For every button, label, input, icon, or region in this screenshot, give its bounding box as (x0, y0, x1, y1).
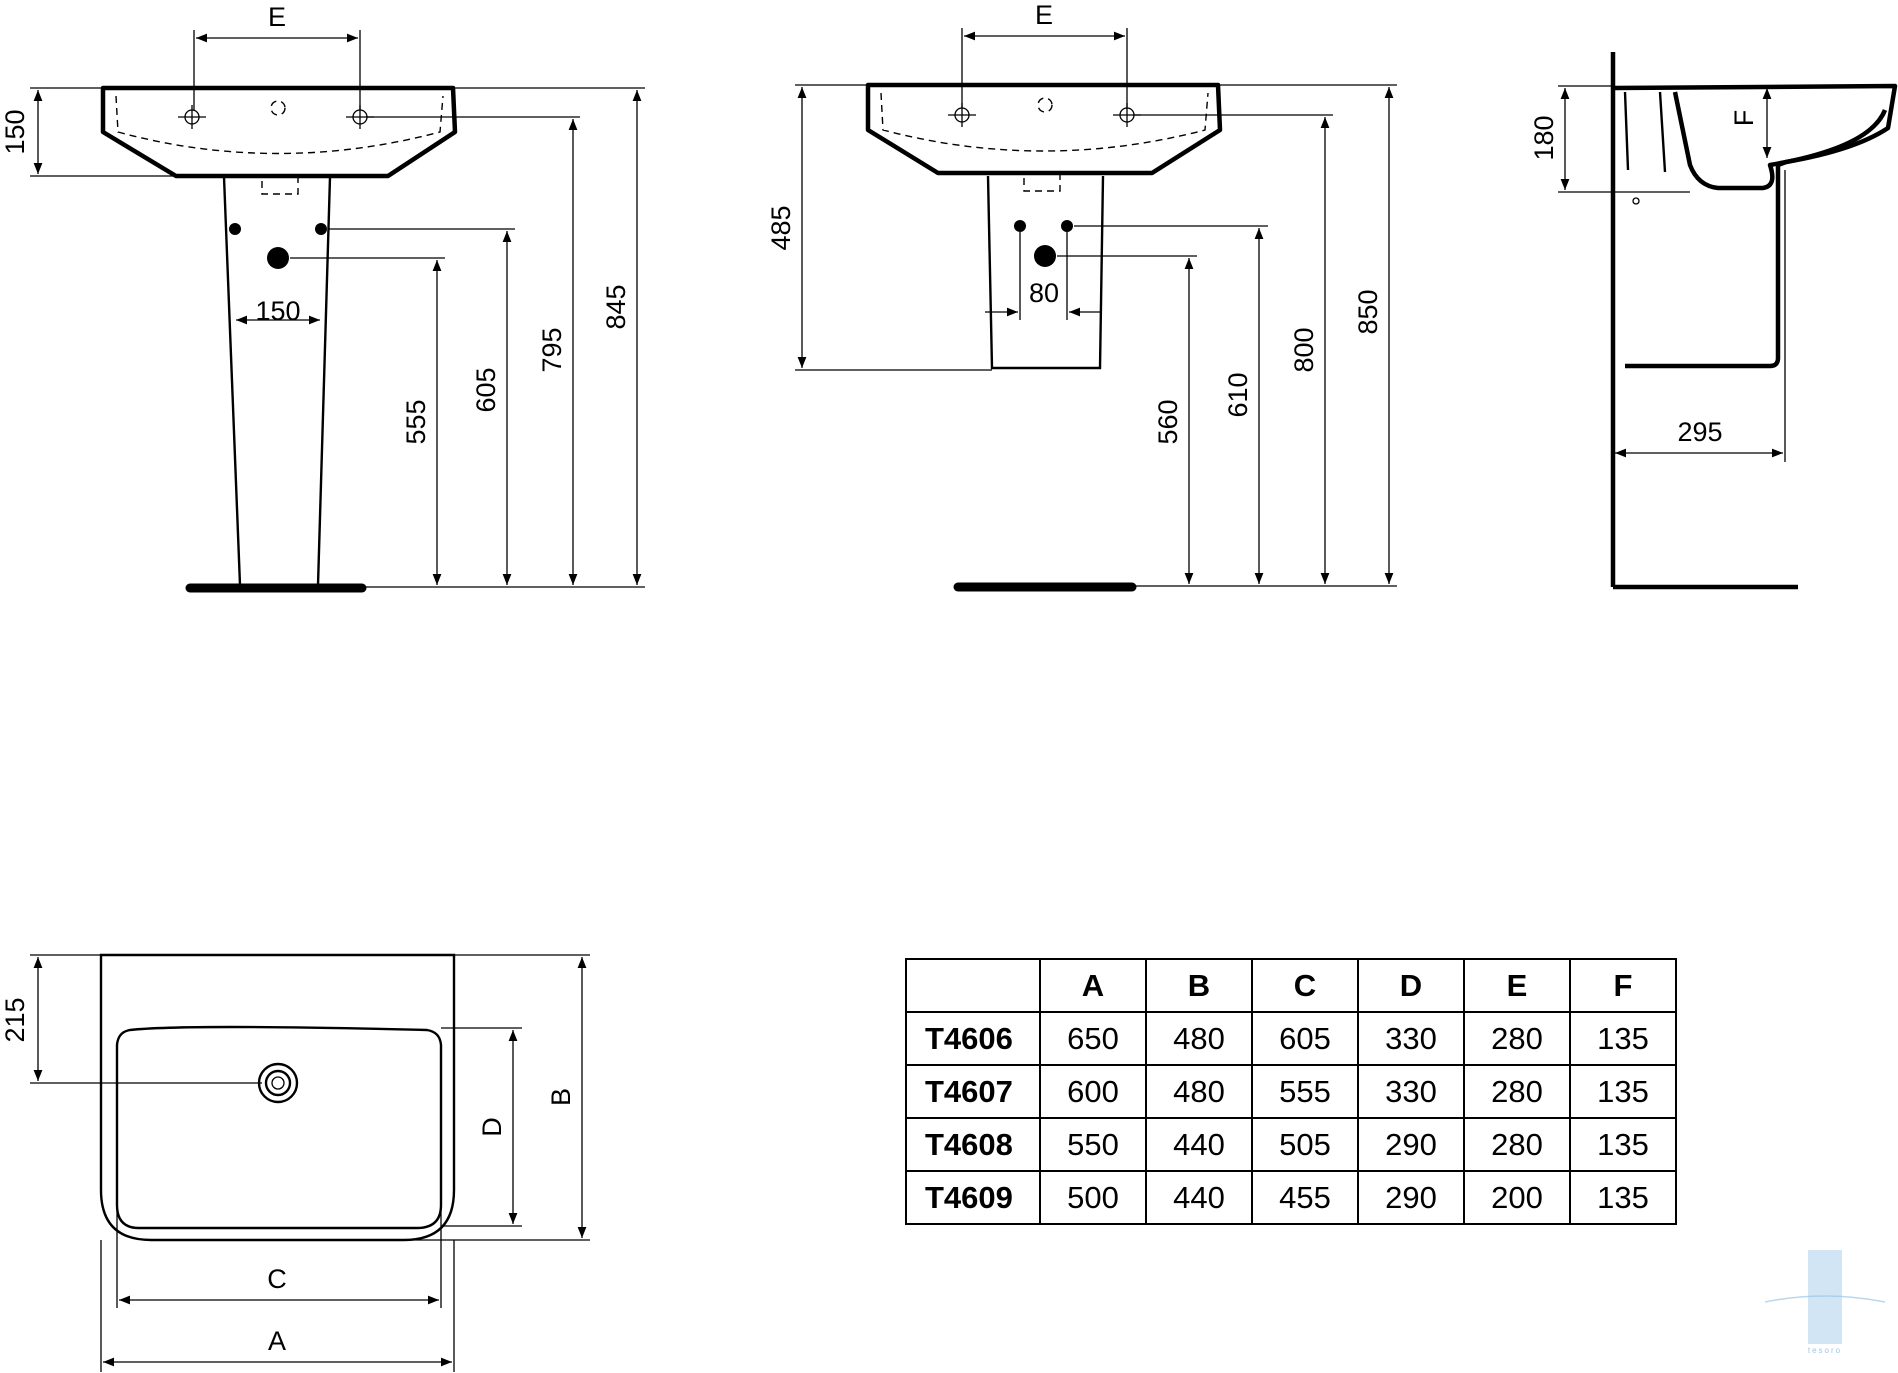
basin-inner-outline (115, 1025, 443, 1230)
table-header-e: E (1463, 958, 1571, 1013)
model-cell: T4609 (905, 1170, 1041, 1225)
table-cell: 135 (1569, 1117, 1677, 1172)
dim-f-label: F (1729, 110, 1759, 127)
dimensions-table: A B C D E F T4606 650 480 605 330 280 13… (905, 958, 1677, 1225)
table-cell: 480 (1145, 1064, 1253, 1119)
bowl-inner (1623, 91, 1667, 173)
dim-845-label: 845 (601, 284, 631, 329)
watermark-bar (1808, 1250, 1842, 1344)
dim-b-label: B (546, 1088, 576, 1106)
dim-a-label: A (268, 1326, 286, 1356)
fixing-hole (1632, 197, 1640, 205)
basin-outer-outline (99, 953, 456, 1242)
bowl-profile (1672, 91, 1888, 191)
table-header-b: B (1145, 958, 1253, 1013)
dim-80-label: 80 (1029, 278, 1059, 308)
basin-profile (1612, 83, 1898, 369)
table-cell: 280 (1463, 1064, 1571, 1119)
table-row: T4606 650 480 605 330 280 135 (905, 1011, 1677, 1066)
basin-bowl-hidden (115, 95, 444, 155)
table-row: T4608 550 440 505 290 280 135 (905, 1117, 1677, 1172)
side-view: 180 F 295 (1529, 52, 1898, 590)
dim-e-label: E (268, 2, 286, 32)
table-header-c: C (1251, 958, 1359, 1013)
table-header-row: A B C D E F (905, 958, 1677, 1013)
basin-outline (865, 82, 1223, 176)
dim-basin-height-label: 150 (0, 109, 30, 154)
table-cell: 480 (1145, 1011, 1253, 1066)
overflow-hole (1037, 97, 1053, 113)
table-cell: 440 (1145, 1170, 1253, 1225)
dim-180-label: 180 (1529, 115, 1559, 160)
supply-right-dot (1061, 220, 1073, 232)
supply-left-dot (229, 223, 241, 235)
basin-outline (100, 85, 458, 179)
table-cell: 330 (1357, 1011, 1465, 1066)
dim-850-label: 850 (1353, 289, 1383, 334)
dim-waste-spacing-label: 150 (255, 296, 300, 326)
table-cell: 500 (1039, 1170, 1147, 1225)
dim-215-label: 215 (0, 997, 30, 1042)
dim-e-label: E (1035, 0, 1053, 30)
supply-left-dot (1014, 220, 1026, 232)
model-cell: T4606 (905, 1011, 1041, 1066)
semi-pedestal-outline (986, 175, 1105, 370)
supply-right-dot (315, 223, 327, 235)
dim-560-label: 560 (1153, 399, 1183, 444)
table-cell: 550 (1039, 1117, 1147, 1172)
table-cell: 440 (1145, 1117, 1253, 1172)
dim-295-label: 295 (1677, 417, 1722, 447)
table-cell: 135 (1569, 1170, 1677, 1225)
table-cell: 290 (1357, 1170, 1465, 1225)
dim-c-label: C (267, 1264, 287, 1294)
model-cell: T4608 (905, 1117, 1041, 1172)
table-row: T4609 500 440 455 290 200 135 (905, 1170, 1677, 1225)
table-cell: 290 (1357, 1117, 1465, 1172)
dim-d-label: D (477, 1117, 507, 1137)
table-cell: 605 (1251, 1011, 1359, 1066)
dim-610-label: 610 (1223, 372, 1253, 417)
table-header-f: F (1569, 958, 1677, 1013)
basin-bowl-hidden (880, 92, 1209, 152)
dim-485-label: 485 (766, 205, 796, 250)
table-cell: 505 (1251, 1117, 1359, 1172)
watermark-swoosh (1765, 1295, 1885, 1303)
table-header-d: D (1357, 958, 1465, 1013)
dim-800-label: 800 (1289, 327, 1319, 372)
table-cell: 280 (1463, 1117, 1571, 1172)
table-cell: 600 (1039, 1064, 1147, 1119)
dim-605-label: 605 (471, 367, 501, 412)
dim-555-label: 555 (401, 399, 431, 444)
dim-795-label: 795 (537, 327, 567, 372)
model-cell: T4607 (905, 1064, 1041, 1119)
table-cell: 135 (1569, 1011, 1677, 1066)
table-row: T4607 600 480 555 330 280 135 (905, 1064, 1677, 1119)
watermark-logo: tesoro (1765, 1250, 1885, 1355)
waste-hidden (1023, 172, 1061, 192)
overflow-hole (270, 100, 286, 116)
table-cell: 200 (1463, 1170, 1571, 1225)
table-cell: 555 (1251, 1064, 1359, 1119)
plan-view: 215 D B C A (0, 953, 590, 1372)
front-view-semi-pedestal: E 485 80 560 610 800 850 (766, 0, 1397, 592)
waste-outlet (257, 1062, 299, 1104)
table-cell: 455 (1251, 1170, 1359, 1225)
watermark-text: tesoro (1808, 1346, 1842, 1355)
table-cell: 330 (1357, 1064, 1465, 1119)
waste-dot (1034, 245, 1056, 267)
table-cell: 135 (1569, 1064, 1677, 1119)
tap-hole-left (178, 105, 206, 129)
waste-hidden (261, 175, 299, 195)
front-view-pedestal: E 150 150 555 605 795 845 (0, 2, 645, 593)
waste-dot (267, 247, 289, 269)
table-cell: 280 (1463, 1011, 1571, 1066)
table-header-a: A (1039, 958, 1147, 1013)
table-cell: 650 (1039, 1011, 1147, 1066)
table-header-corner (905, 958, 1041, 1013)
pedestal-outline (222, 176, 332, 586)
